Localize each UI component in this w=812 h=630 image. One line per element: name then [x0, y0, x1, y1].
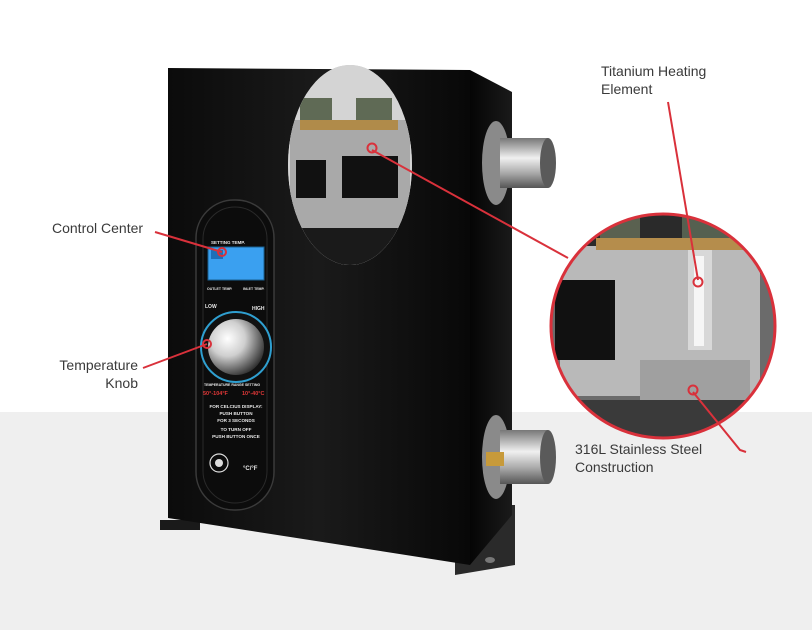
heater-foot-left: [160, 520, 200, 530]
panel-outlet-temp-label: OUTLET TEMP.: [207, 287, 232, 291]
instruction-line-1: FOR CELCIUS DISPLAY:: [209, 404, 263, 409]
callout-titanium-line2: Element: [601, 81, 653, 97]
knob-low-label: LOW: [205, 304, 217, 310]
callout-knob-line1: Temperature: [59, 357, 138, 373]
instruction-line-3: FOR 3 SECONDS: [217, 418, 255, 423]
heater-window: [288, 65, 412, 265]
range-celsius: 10°-40°C: [242, 391, 264, 397]
callout-steel-line1: 316L Stainless Steel: [575, 441, 703, 457]
lcd-indicator: [211, 250, 223, 259]
outlet-pipe-top: [482, 121, 556, 205]
callout-titanium-element: Titanium Heating Element: [601, 62, 706, 98]
push-button-center-icon: [215, 459, 223, 467]
callout-line-control: [154, 231, 223, 253]
instruction-line-2: PUSH BUTTON: [219, 411, 253, 416]
callout-dot-titanium: [692, 276, 704, 288]
callout-line-steel: [692, 391, 747, 453]
control-panel: SETTING TEMP. OUTLET TEMP. INLET TEMP. L…: [195, 199, 275, 511]
callout-temperature-knob: Temperature Knob: [54, 356, 138, 392]
panel-setting-temp-label: SETTING TEMP.: [211, 240, 245, 245]
push-button-icon: [209, 453, 229, 473]
panel-inlet-temp-label: INLET TEMP.: [243, 287, 264, 291]
instruction-line-4: TO TURN OFF: [221, 427, 252, 432]
callout-line-zoom: [371, 149, 569, 259]
range-fahrenheit: 50°-104°F: [203, 391, 229, 397]
callout-knob-line2: Knob: [105, 375, 138, 391]
callout-control-center: Control Center: [52, 219, 143, 237]
temp-range-title: TEMPERATURE RANGE SETTING: [204, 383, 260, 387]
callout-dot-knob: [202, 339, 212, 349]
callout-dot-control: [217, 247, 227, 257]
callout-line-titanium: [667, 101, 699, 281]
inlet-pipe-bottom: [482, 415, 556, 499]
zoom-inset: [549, 212, 777, 440]
foot-screw-hole: [485, 557, 495, 563]
callout-steel-line2: Construction: [575, 459, 654, 475]
callout-control-center-text: Control Center: [52, 220, 144, 236]
callout-line-knob: [142, 343, 208, 369]
callout-dot-zoom: [366, 142, 378, 154]
callout-dot-steel: [687, 384, 699, 396]
callout-lines: [142, 101, 747, 453]
inset-terminal-block: [555, 280, 615, 360]
knob-high-label: HIGH: [252, 306, 265, 312]
temperature-knob: [208, 319, 264, 375]
unit-toggle-label: °C/°F: [243, 466, 258, 472]
instruction-line-5: PUSH BUTTON ONCE: [212, 434, 260, 439]
callout-stainless-steel: 316L Stainless Steel Construction: [575, 440, 702, 476]
callout-titanium-line1: Titanium Heating: [601, 63, 707, 79]
